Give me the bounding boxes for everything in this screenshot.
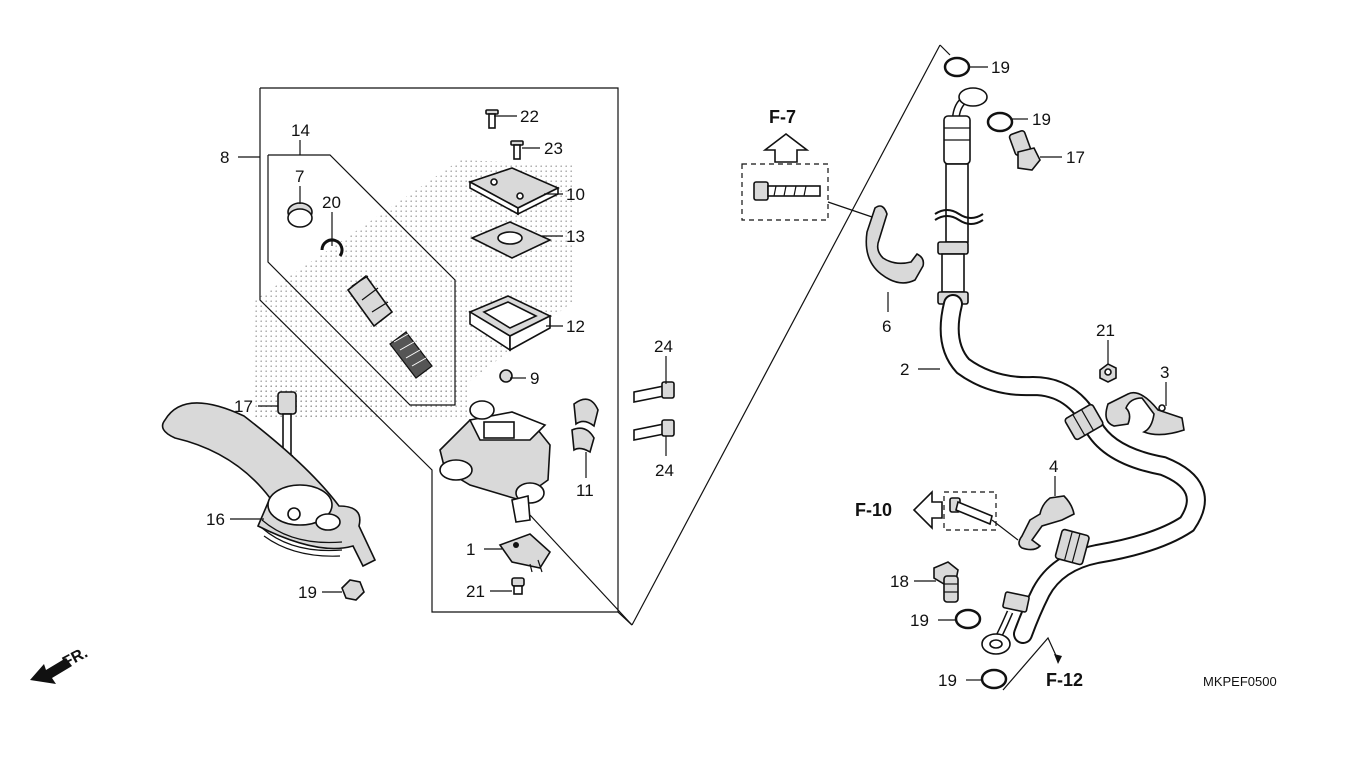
callout-17b: 18 [890,572,909,591]
screw [485,109,499,129]
callout-19d: 19 [938,671,957,690]
oil-bolt [933,561,959,603]
callout-19c: 19 [910,611,929,630]
brake-hose-assembly [865,56,1206,690]
stop-switch [498,533,552,573]
master-cylinder-assembly [161,44,951,626]
brake-lever [161,402,377,568]
callout-20: 20 [322,193,341,212]
callout-18: 19 [298,583,317,602]
ref-f12-group: F-12 [1002,636,1083,691]
leader-lines [230,66,1167,681]
screw [510,140,524,160]
callout-13: 13 [566,227,585,246]
hose-clip [1105,391,1185,436]
bolt [949,497,993,526]
subassembly-boundary [267,154,456,406]
clip-bolt [1099,363,1117,383]
callout-6: 6 [882,317,891,336]
ref-arrow-up [762,132,810,163]
callout-14: 14 [291,121,310,140]
holder [571,398,599,454]
holder-bolt [633,419,675,441]
ref-arrow-left [912,490,943,530]
ref-f10-group: F-10 [855,490,1019,541]
small-screw [499,369,513,383]
master-cylinder-body [439,400,551,523]
callout-2: 2 [900,360,909,379]
brake-hose [939,294,1206,655]
hose-stay [1018,495,1075,551]
ref-f7-label: F-7 [769,107,796,127]
hose-upper [934,87,988,305]
circlip [320,238,344,257]
sealing-washer [943,56,971,78]
callout-4: 4 [1049,457,1058,476]
callout-23: 21 [1096,321,1115,340]
callout-24b: 24 [655,461,674,480]
ref-f7-group: F-7 [741,107,876,221]
callout-16: 17 [234,397,253,416]
sealing-washer [980,668,1008,690]
callout-9: 9 [530,369,539,388]
ref-f10-label: F-10 [855,500,892,520]
callout-10: 10 [566,185,585,204]
callout-3: 3 [1160,363,1169,382]
lever-nut [341,579,365,601]
callout-1: 1 [466,540,475,559]
callout-21a: 22 [520,107,539,126]
hose-clamp [865,205,925,284]
callout-21b: 23 [544,139,563,158]
callout-22: 21 [466,582,485,601]
spring [389,331,433,379]
callout-17a: 17 [1066,148,1085,167]
switch-screw [511,577,525,595]
callout-numbers: 22 23 10 13 12 9 8 14 7 20 17 16 19 11 2… [206,58,1169,690]
callout-19b: 19 [1032,110,1051,129]
callout-8: 8 [220,148,229,167]
callout-12: 12 [566,317,585,336]
front-arrow-icon [30,658,72,684]
callout-7: 7 [295,167,304,186]
ref-box [741,163,829,221]
callout-15: 16 [206,510,225,529]
bolt [753,181,821,201]
piston [346,274,394,328]
ref-f12-label: F-12 [1046,670,1083,690]
front-direction-indicator: FR. [30,644,91,684]
callout-24a: 24 [654,337,673,356]
assembly-boundary [259,87,619,613]
sealing-washer [954,608,982,630]
shading-area [255,160,575,420]
oil-bolt [1008,129,1041,171]
shading-area [255,385,470,420]
diagram-code: MKPEF0500 [1203,674,1277,689]
callout-19a: 19 [991,58,1010,77]
callout-11: 11 [576,481,594,500]
boot [287,202,313,228]
sealing-washer [986,111,1014,133]
holder-bolt [633,381,675,403]
